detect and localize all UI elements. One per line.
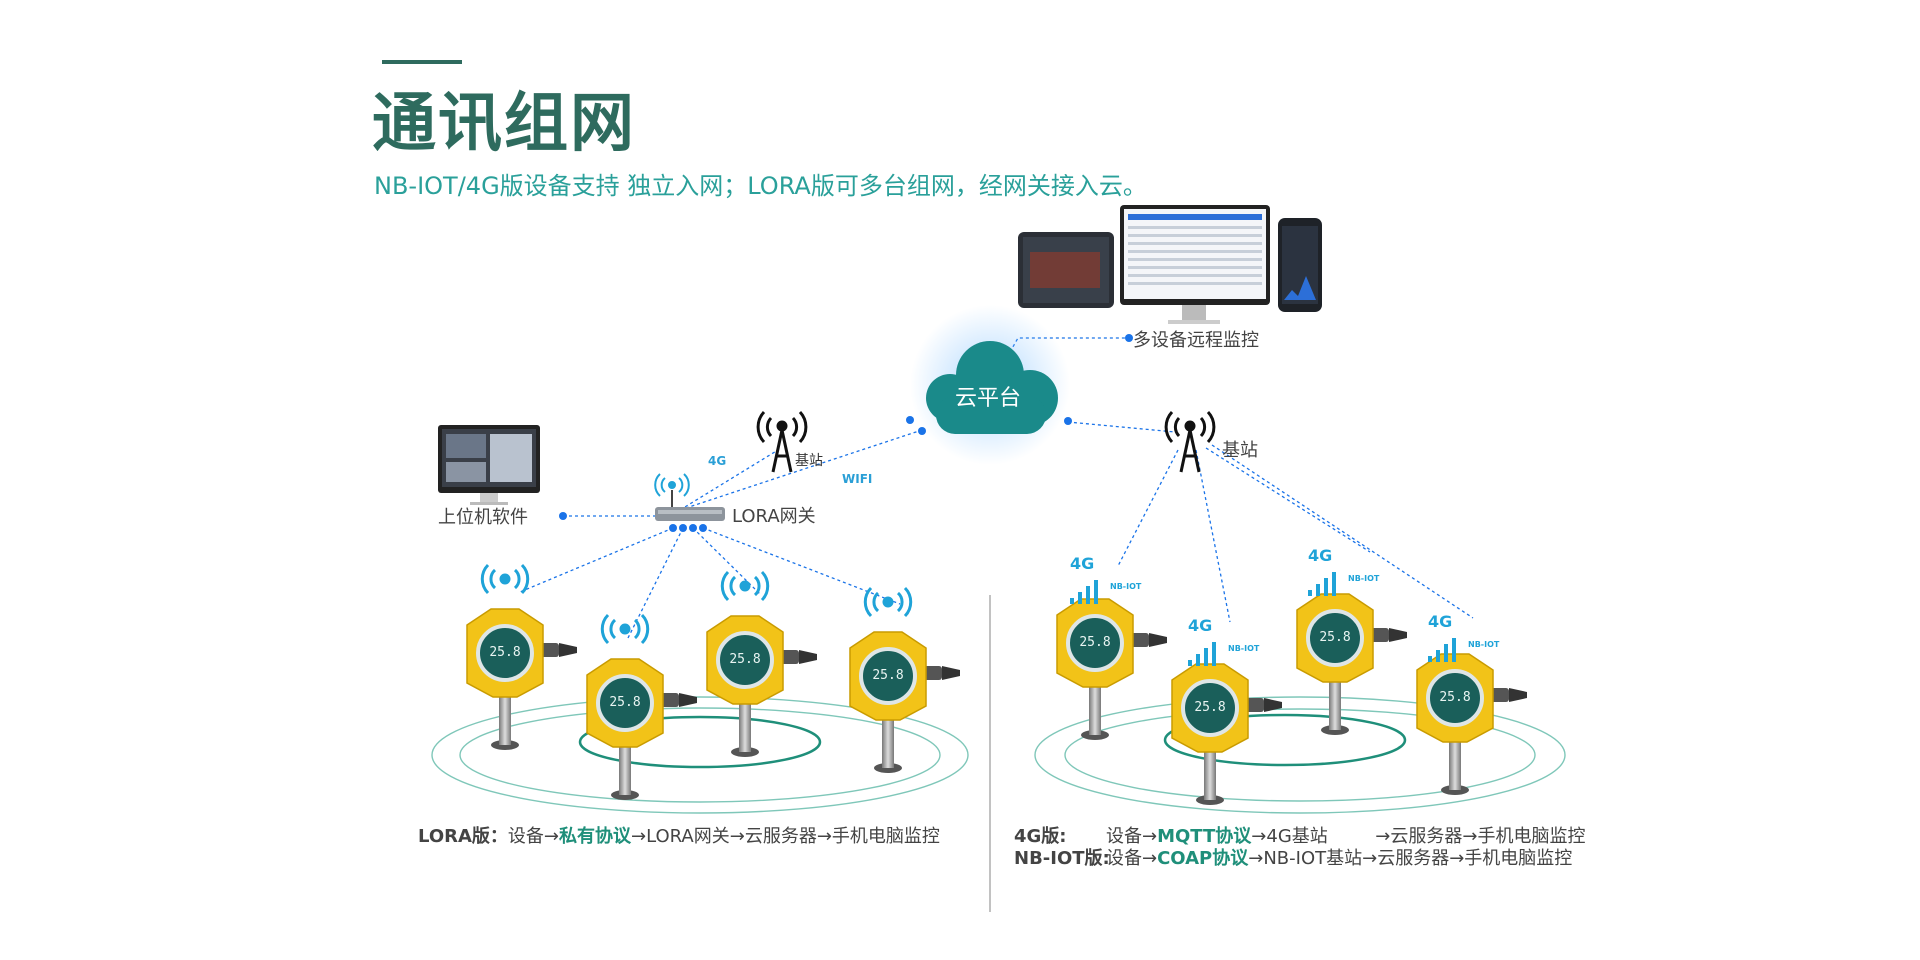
cloud-platform-icon bbox=[910, 305, 1070, 465]
flow-4g-a: 设备→ bbox=[1106, 826, 1158, 847]
signal-bars-icon bbox=[1428, 638, 1456, 662]
page-title: 通讯组网 bbox=[372, 87, 636, 161]
host-computer-icon bbox=[438, 425, 540, 505]
flow-nbiot-protocol: COAP协议 bbox=[1157, 848, 1249, 869]
flow-4g-protocol: MQTT协议 bbox=[1157, 826, 1252, 847]
gas-detector-icon: 25.8 bbox=[1171, 663, 1282, 805]
link-4g-label: 4G bbox=[708, 454, 727, 468]
ground-rings-right bbox=[1034, 696, 1566, 814]
detector-reading: 25.8 bbox=[609, 695, 640, 710]
wireless-icon bbox=[600, 613, 650, 645]
wireless-icon bbox=[863, 586, 913, 618]
signal-bars-icon bbox=[1188, 642, 1216, 666]
link-dots bbox=[559, 334, 1133, 532]
flow-lora-prefix: LORA版： bbox=[418, 826, 508, 847]
detector-reading: 25.8 bbox=[1079, 635, 1110, 650]
host-software-label: 上位机软件 bbox=[438, 507, 528, 528]
page-subtitle: NB-IOT/4G版设备支持 独立入网；LORA版可多台组网，经网关接入云。 bbox=[374, 172, 1147, 200]
flow-lora: LORA版：设备→私有协议→LORA网关→云服务器→手机电脑监控 bbox=[418, 822, 940, 848]
flow-nbiot-c: →云服务器→手机电脑监控 bbox=[1362, 848, 1573, 869]
flow-4g: 4G版: 设备→MQTT协议→4G基站 →云服务器→手机电脑监控 bbox=[1014, 822, 1585, 848]
flow-lora-a: 设备→ bbox=[507, 826, 560, 847]
gas-detector-icon: 25.8 bbox=[1056, 598, 1167, 740]
detector-reading: 25.8 bbox=[489, 645, 520, 660]
detector-reading: 25.8 bbox=[1194, 700, 1225, 715]
remote-devices-icon bbox=[1018, 205, 1322, 324]
wireless-icon bbox=[720, 570, 770, 602]
detector-reading: 25.8 bbox=[729, 652, 760, 667]
flow-4g-c: →云服务器→手机电脑监控 bbox=[1375, 826, 1586, 847]
gas-detectors: 25.8 25.8 25.8 25.8 25.8 25.8 25.8 25.8 bbox=[466, 563, 1527, 805]
signal-bars-icon bbox=[1308, 572, 1336, 596]
lora-gateway-label: LORA网关 bbox=[732, 506, 816, 527]
flow-nbiot: NB-IOT版:设备→COAP协议→NB-IOT基站→云服务器→手机电脑监控 bbox=[1014, 844, 1572, 870]
flow-nbiot-prefix: NB-IOT版: bbox=[1014, 848, 1110, 869]
gas-detector-icon: 25.8 bbox=[1296, 593, 1407, 735]
signal-4g-label: 4G bbox=[1070, 554, 1095, 573]
base-station-left-icon bbox=[756, 410, 808, 473]
nbiot-label: NB-IOT bbox=[1348, 574, 1380, 583]
gas-detector-icon: 25.8 bbox=[586, 613, 697, 800]
title-accent-line bbox=[382, 60, 462, 64]
cloud-label: 云平台 bbox=[955, 386, 1022, 411]
signal-4g-label: 4G bbox=[1188, 616, 1213, 635]
flow-lora-b: →LORA网关→云服务器→手机电脑监控 bbox=[631, 826, 940, 847]
wireless-icon bbox=[480, 563, 530, 595]
gas-detector-icon: 25.8 bbox=[1416, 653, 1527, 795]
remote-monitor-label: 多设备远程监控 bbox=[1133, 330, 1259, 351]
base-station-left-label: 基站 bbox=[795, 453, 823, 469]
gas-detector-icon: 25.8 bbox=[466, 563, 577, 750]
signal-4g-label: 4G bbox=[1428, 612, 1453, 631]
nbiot-label: NB-IOT bbox=[1110, 582, 1142, 591]
lora-gateway-icon bbox=[654, 473, 725, 521]
nbiot-label: NB-IOT bbox=[1228, 644, 1260, 653]
gas-detector-icon: 25.8 bbox=[849, 586, 960, 773]
flow-4g-b: →4G基站 bbox=[1251, 826, 1328, 847]
nbiot-label: NB-IOT bbox=[1468, 640, 1500, 649]
flow-lora-protocol: 私有协议 bbox=[559, 826, 632, 847]
base-station-right-label: 基站 bbox=[1222, 440, 1258, 461]
ground-rings-left bbox=[431, 696, 969, 814]
detector-reading: 25.8 bbox=[1439, 690, 1470, 705]
detector-reading: 25.8 bbox=[872, 668, 903, 683]
link-wifi-label: WIFI bbox=[842, 472, 873, 486]
signal-4g-label: 4G bbox=[1308, 546, 1333, 565]
signal-bars-icon bbox=[1070, 580, 1098, 604]
detector-reading: 25.8 bbox=[1319, 630, 1350, 645]
base-station-right-icon bbox=[1164, 410, 1216, 473]
flow-nbiot-a: 设备→ bbox=[1106, 848, 1158, 869]
flow-4g-prefix: 4G版: bbox=[1014, 826, 1067, 847]
gas-detector-icon: 25.8 bbox=[706, 570, 817, 757]
flow-nbiot-b: →NB-IOT基站 bbox=[1248, 848, 1363, 869]
